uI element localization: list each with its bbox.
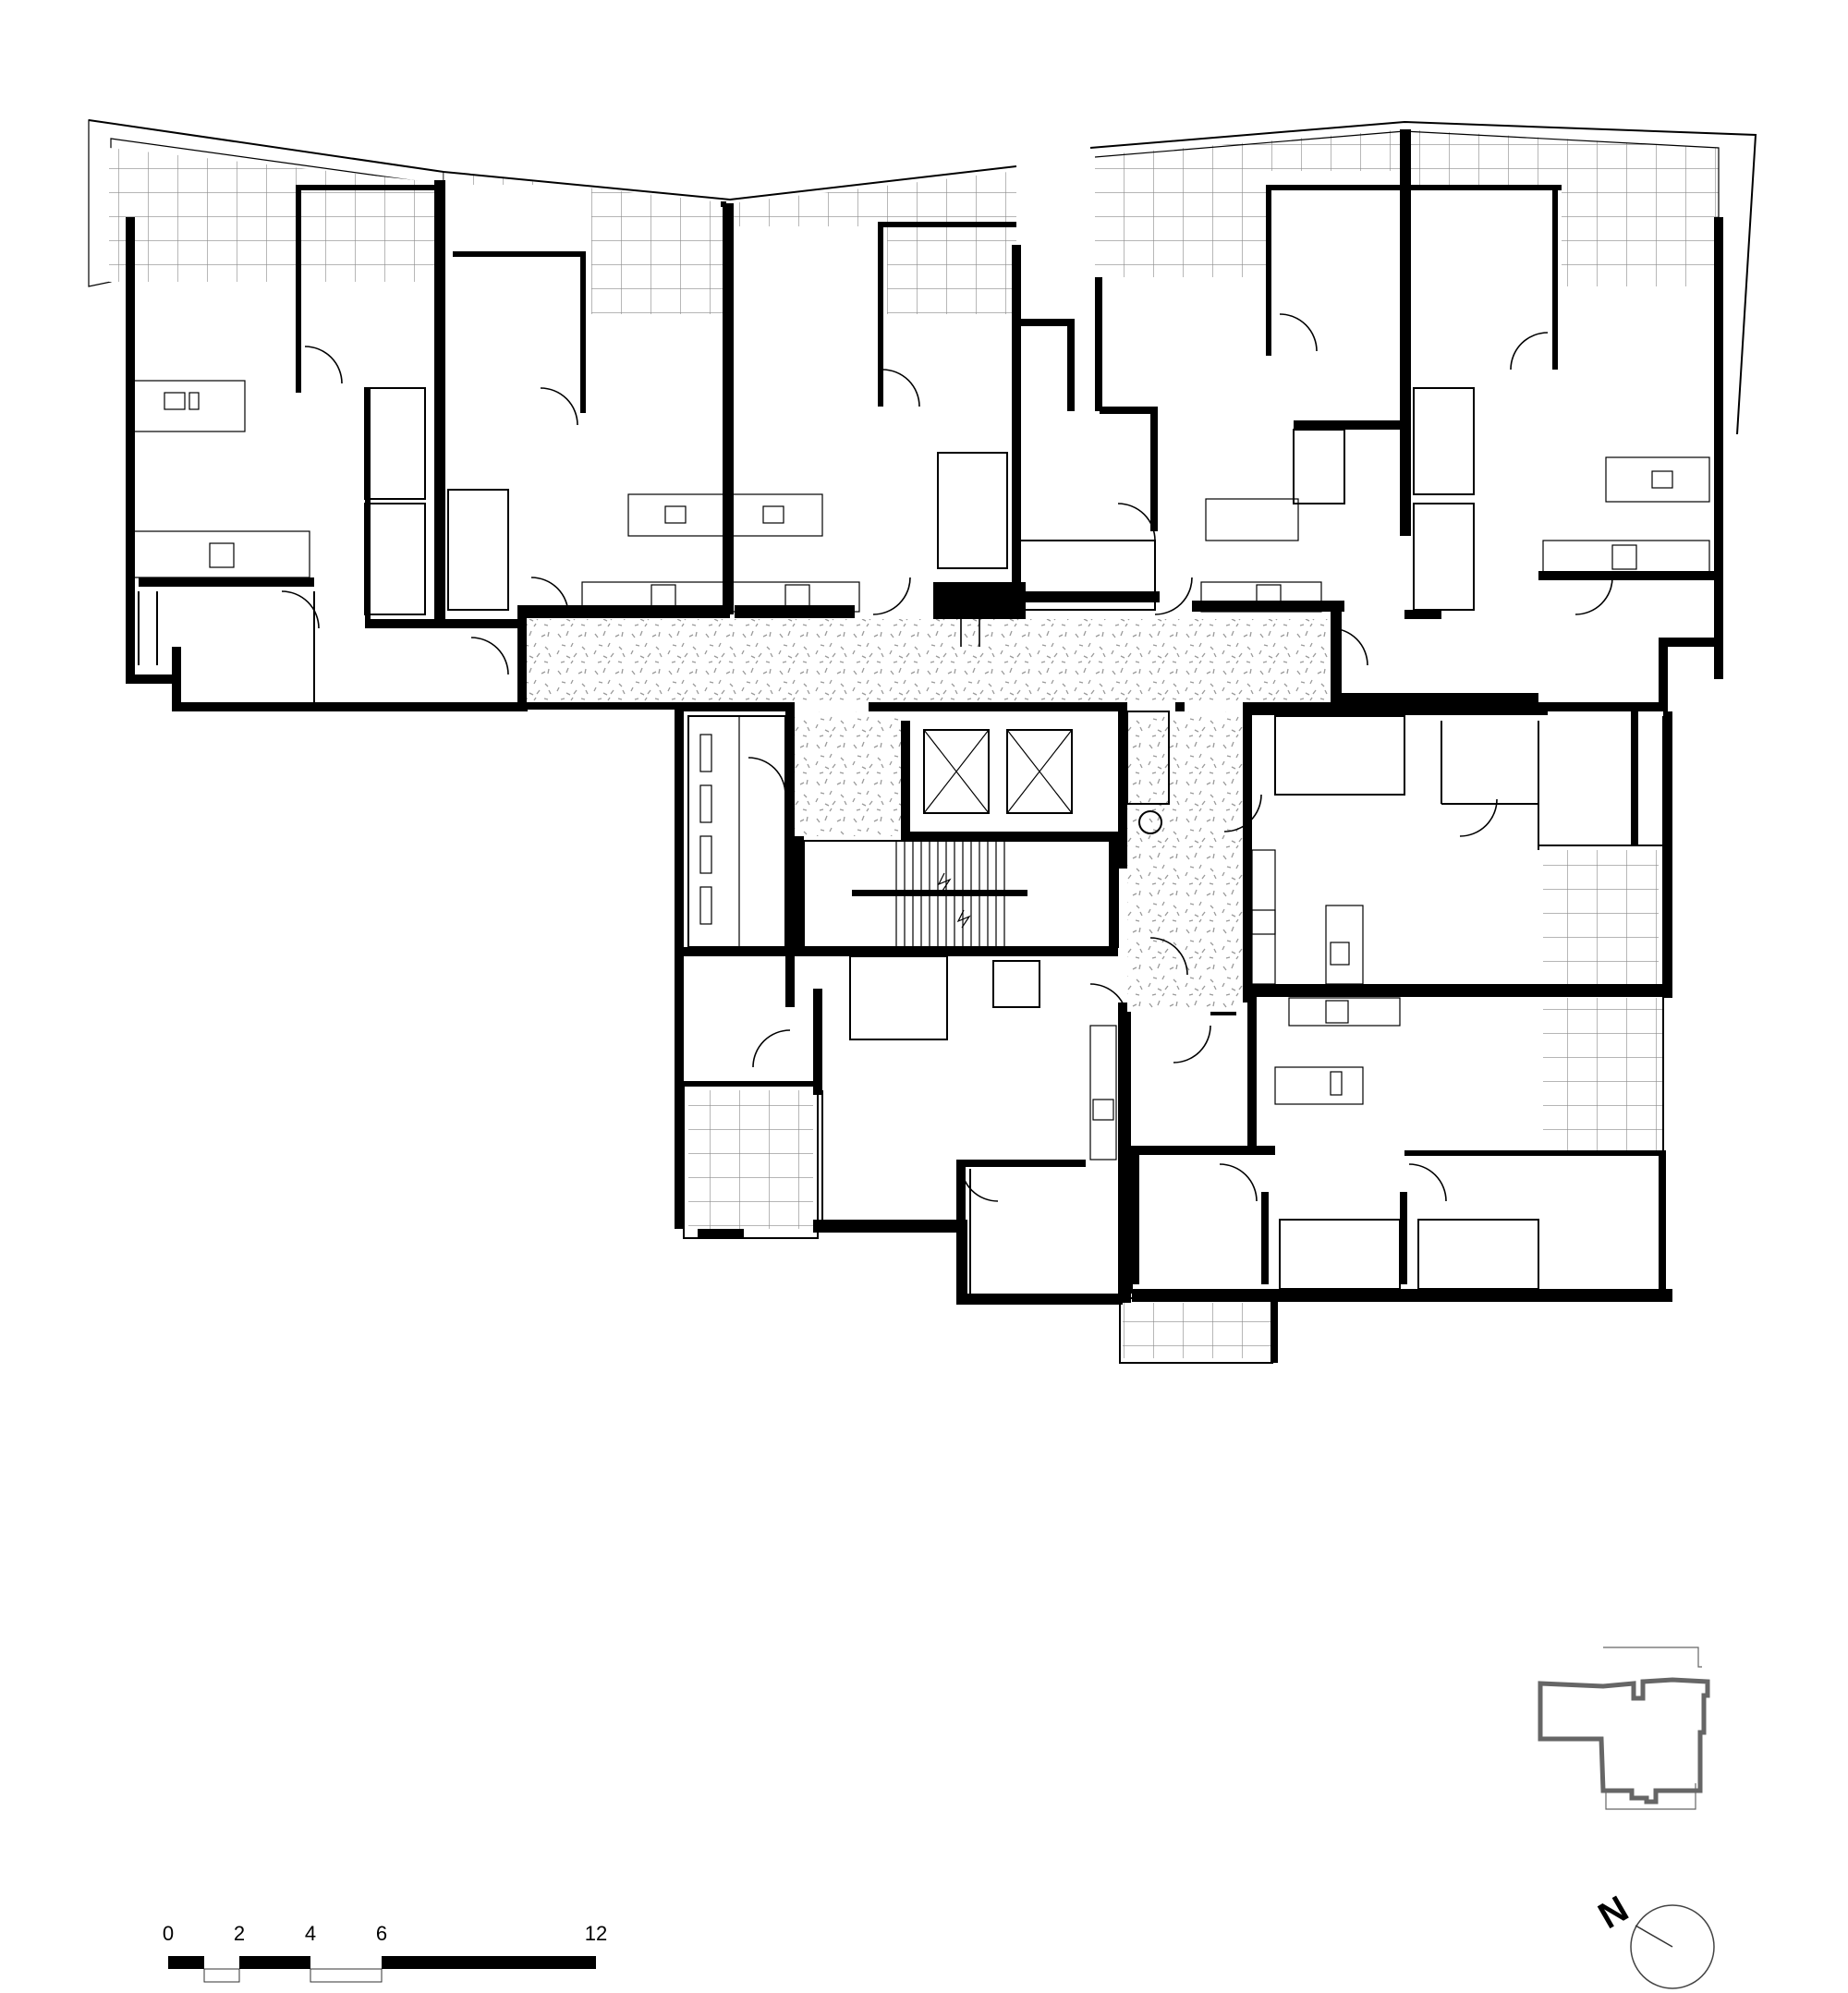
scale-tick-2: 2	[233, 1922, 246, 1945]
door-swings	[281, 313, 1613, 1202]
bathrooms	[364, 387, 1539, 1290]
key-plan	[1538, 1647, 1710, 1810]
south-balcony	[1119, 1297, 1278, 1364]
scale-tick-12: 12	[584, 1922, 608, 1945]
stair	[803, 840, 1119, 948]
scale-tick-4: 4	[304, 1922, 317, 1945]
north-west-terrace	[88, 119, 1017, 314]
common-corridor	[527, 619, 1331, 1012]
scale-bar	[168, 1956, 596, 1983]
south-west-balcony	[683, 1085, 819, 1239]
service-room	[687, 715, 786, 948]
scale-tick-6: 6	[375, 1922, 388, 1945]
north-arrow	[1630, 1904, 1715, 1989]
lift-core	[923, 711, 1170, 834]
kitchen-fixtures	[133, 380, 1710, 1161]
scale-tick-0: 0	[162, 1922, 175, 1945]
interior-partitions	[138, 591, 1663, 1294]
east-balcony	[1543, 716, 1664, 1150]
north-east-terrace	[1089, 120, 1757, 435]
